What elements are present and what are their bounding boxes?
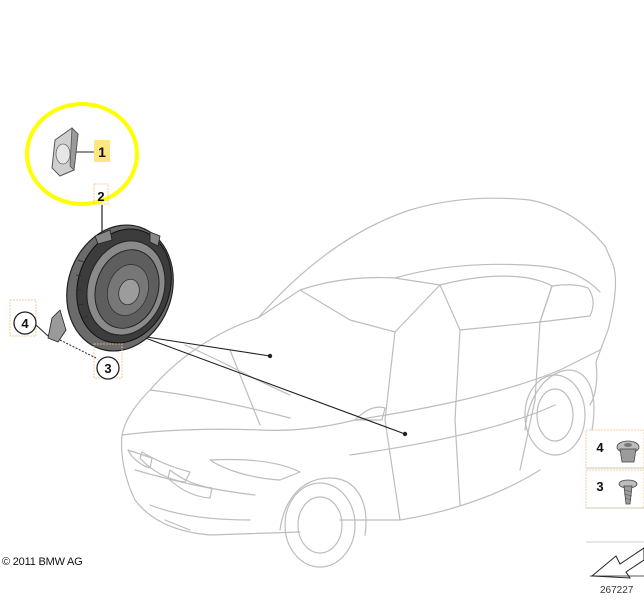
diagram-number: 267227 (600, 585, 634, 596)
car-outline (120, 197, 617, 568)
legend-item-4-label: 4 (596, 440, 604, 455)
leader-dot-lower (402, 431, 408, 437)
callout-3-label: 3 (104, 361, 111, 376)
legend-item-3-label: 3 (596, 479, 603, 494)
callout-1-label: 1 (98, 144, 106, 160)
woofer-speaker (47, 224, 174, 352)
callout-2-label: 2 (97, 189, 104, 204)
callout-3-circle (96, 356, 120, 380)
callout-4-circle (13, 311, 37, 335)
leader-lines (139, 335, 406, 435)
leader-dot-upper (267, 353, 273, 359)
hardware-legend: 4 3 (585, 429, 644, 579)
callout-4-dashed-box (9, 299, 37, 337)
callout-1-box (94, 140, 110, 162)
callout-4-label: 4 (21, 316, 29, 331)
copyright-text: © 2011 BMW AG (2, 556, 83, 568)
callout-2-box (93, 183, 109, 205)
tweeter-part (51, 127, 94, 177)
highlight-ring (25, 102, 139, 206)
screw-icon (618, 479, 638, 505)
arrow-reference-icon (590, 547, 644, 579)
clip-nut-icon (616, 440, 640, 463)
